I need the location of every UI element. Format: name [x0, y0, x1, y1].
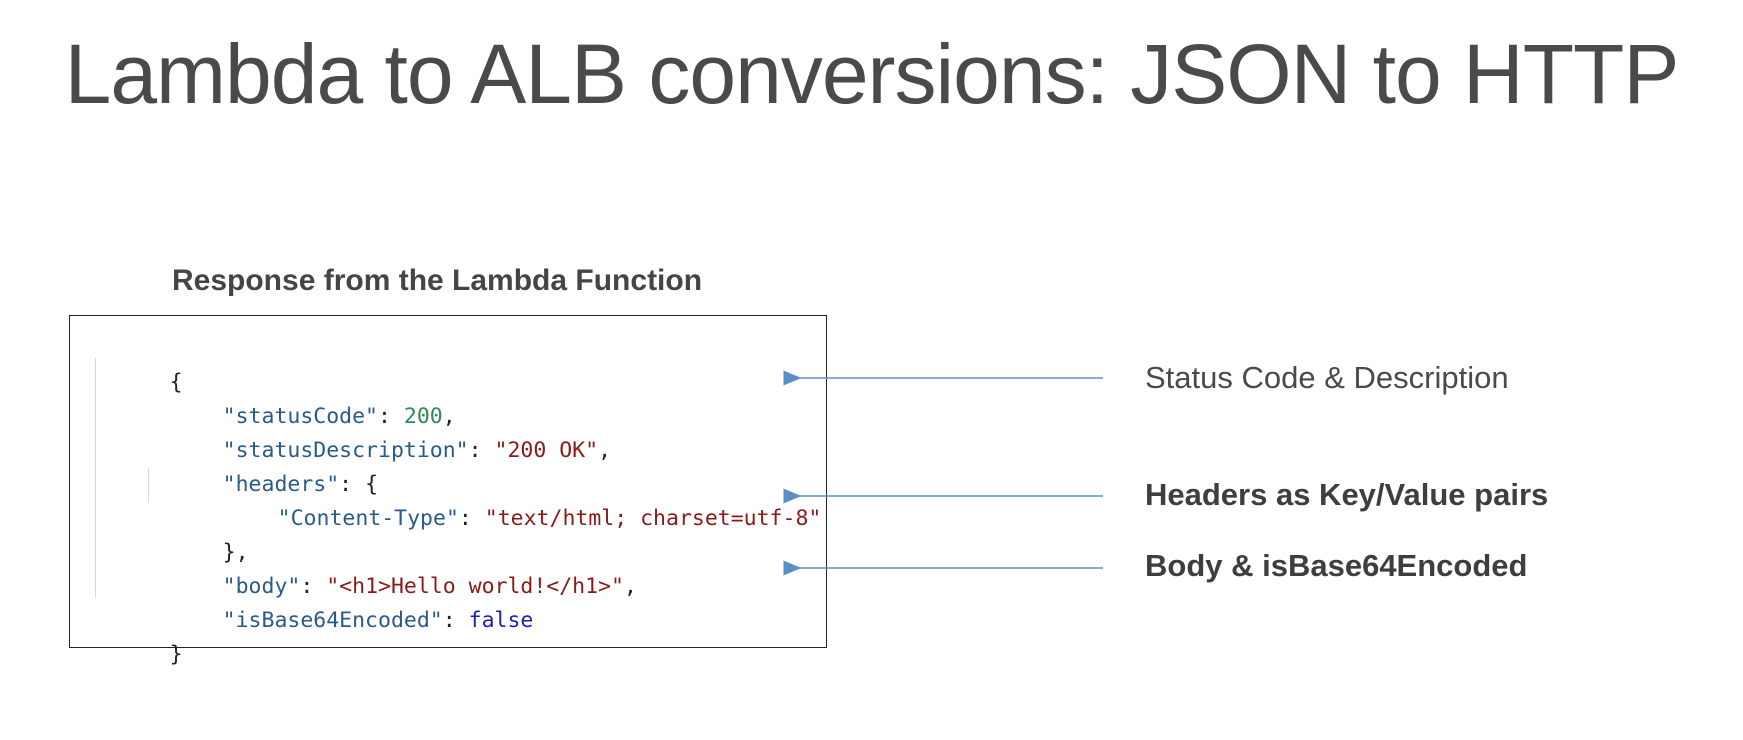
code-line-status-description: "statusDescription": "200 OK",: [145, 400, 611, 463]
punct-colon: :: [458, 506, 485, 531]
code-line-content-type: "Content-Type": "text/html; charset=utf-…: [200, 468, 822, 531]
punct-comma: ,: [442, 404, 456, 429]
code-line-status-code: "statusCode": 200,: [145, 366, 456, 429]
punct-comma: ,: [598, 438, 612, 463]
annotation-headers: Headers as Key/Value pairs: [1145, 477, 1549, 512]
punct-colon: :: [442, 608, 469, 633]
status-code-key: "statusCode": [222, 404, 379, 429]
code-line-headers: "headers": {: [145, 434, 378, 497]
headers-close-brace: },: [222, 540, 249, 565]
body-key: "body": [222, 574, 301, 599]
code-caption: Response from the Lambda Function: [172, 264, 703, 297]
status-desc-value: "200 OK": [494, 438, 599, 463]
punct-colon: :: [300, 574, 327, 599]
code-line-close: }: [92, 604, 183, 667]
status-code-value: 200: [403, 404, 443, 429]
status-desc-key: "statusDescription": [222, 438, 469, 463]
content-type-value: "text/html; charset=utf-8": [484, 506, 822, 531]
headers-key: "headers": [222, 472, 340, 497]
code-line-open: {: [92, 332, 183, 395]
annotation-body: Body & isBase64Encoded: [1145, 548, 1528, 583]
code-line-headers-close: },: [145, 502, 249, 565]
headers-open-brace: {: [365, 472, 379, 497]
close-brace: }: [169, 642, 183, 667]
code-line-body: "body": "<h1>Hello world!</h1>",: [145, 536, 637, 599]
open-brace: {: [169, 370, 183, 395]
slide-title: Lambda to ALB conversions: JSON to HTTP: [64, 27, 1680, 121]
body-value: "<h1>Hello world!</h1>": [326, 574, 624, 599]
punct-colon: :: [378, 404, 404, 429]
punct-colon: :: [468, 438, 495, 463]
json-code-block: { "statusCode": 200, "statusDescription"…: [69, 315, 827, 667]
is-base64-value: false: [468, 608, 534, 633]
punct-colon: :: [339, 472, 366, 497]
code-line-is-base64: "isBase64Encoded": false: [145, 570, 534, 633]
annotation-status: Status Code & Description: [1145, 360, 1509, 395]
punct-comma: ,: [623, 574, 637, 599]
indent-guide-inner: [148, 468, 149, 502]
indent-guide-outer: [95, 358, 96, 598]
content-type-key: "Content-Type": [277, 506, 459, 531]
is-base64-key: "isBase64Encoded": [222, 608, 443, 633]
